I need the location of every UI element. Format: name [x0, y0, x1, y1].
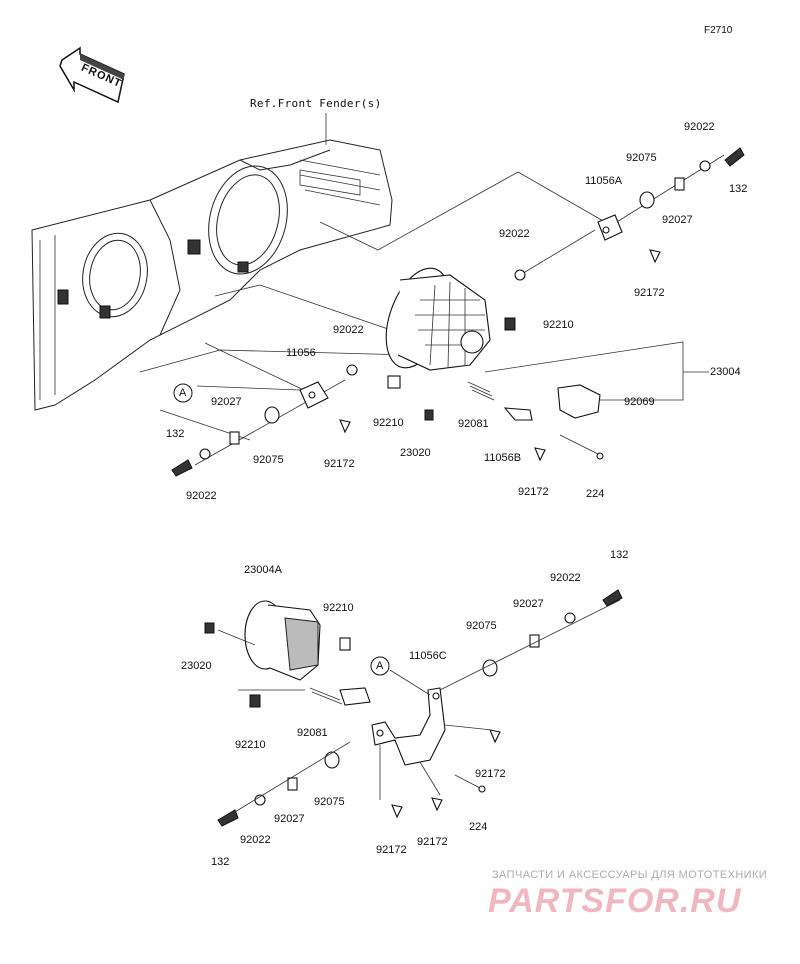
part-label: 11056B: [484, 452, 522, 464]
part-label: 92075: [626, 152, 657, 164]
part-label: 92075: [253, 454, 284, 466]
part-label: 92172: [417, 836, 448, 848]
part-label: 92172: [324, 458, 355, 470]
diagram-code: F2710: [704, 25, 733, 36]
part-label: 92027: [211, 396, 242, 408]
part-label: 92075: [314, 796, 345, 808]
part-label: 92075: [466, 620, 497, 632]
part-label: 92210: [323, 602, 354, 614]
watermark-logo: PARTSFOR.RU: [488, 882, 742, 920]
callout-a-upper-label: A: [179, 387, 187, 399]
part-label: 92027: [662, 214, 693, 226]
part-label: 92081: [458, 418, 489, 430]
part-label: 92022: [333, 324, 364, 336]
part-label: 132: [211, 856, 230, 868]
part-label: 92027: [513, 598, 544, 610]
part-label: 132: [610, 549, 629, 561]
part-label: 92210: [543, 319, 574, 331]
callout-a-lower-label: A: [376, 660, 384, 672]
part-label: 92027: [274, 813, 305, 825]
fasteners-upper-left: [171, 364, 546, 477]
ref-label: Ref.Front Fender(s): [250, 97, 382, 110]
headlight-unit-lower: [204, 600, 371, 708]
part-label: 23004A: [244, 564, 282, 576]
bracket-lower: [217, 589, 623, 827]
part-label: 92172: [376, 844, 407, 856]
part-label: 11056: [286, 347, 316, 359]
part-label: 92022: [186, 490, 217, 502]
front-fender-assembly: [31, 139, 393, 411]
part-label: 92172: [634, 287, 665, 299]
part-label: 92069: [624, 396, 655, 408]
part-label: 92022: [499, 228, 530, 240]
fasteners-upper-right: [514, 147, 745, 281]
part-label: 224: [469, 821, 488, 833]
part-label: 92172: [518, 486, 549, 498]
front-arrow-icon: [59, 46, 125, 104]
part-label: 92172: [475, 768, 506, 780]
part-label: 23004: [710, 366, 741, 378]
part-label: 92022: [550, 572, 581, 584]
headlight-unit-upper: [385, 267, 604, 460]
watermark-tagline: ЗАПЧАСТИ И АКСЕССУАРЫ ДЛЯ МОТОТЕХНИКИ: [492, 869, 768, 881]
leader-lines-lower: [217, 599, 621, 819]
part-label: 23020: [181, 660, 212, 672]
part-label: 132: [166, 428, 185, 440]
part-label: 224: [586, 488, 605, 500]
part-label: 132: [729, 183, 748, 195]
part-label: 92022: [240, 834, 271, 846]
part-label: 11056A: [585, 175, 623, 187]
part-label: 92210: [373, 417, 404, 429]
part-label: 92081: [297, 727, 328, 739]
part-label: 11056C: [409, 650, 447, 662]
part-label: 23020: [400, 447, 431, 459]
callout-a-lower: [370, 656, 390, 676]
part-label: 92022: [684, 121, 715, 133]
part-label: 92210: [235, 739, 266, 751]
callout-a-upper: [173, 383, 193, 403]
